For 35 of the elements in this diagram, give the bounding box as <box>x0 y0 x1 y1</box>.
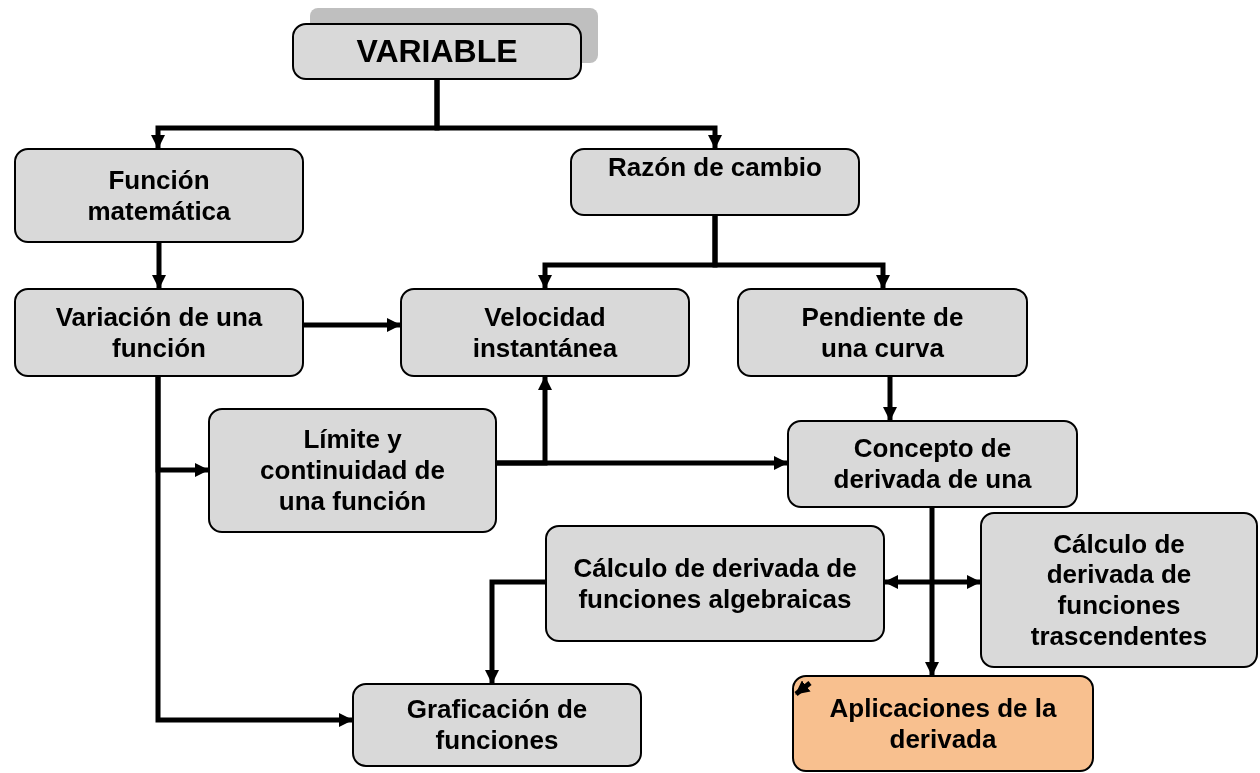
concept-box <box>980 512 1258 668</box>
title-box <box>292 23 582 80</box>
concept-label: Variación de una función <box>54 301 264 364</box>
concept-label: Concepto de derivada de una <box>832 433 1033 495</box>
arrow <box>884 575 981 589</box>
arrow <box>152 243 166 289</box>
arrow <box>304 318 401 332</box>
concept-box <box>737 288 1028 377</box>
concept-box <box>792 675 1094 772</box>
arrow <box>155 377 353 727</box>
arrow <box>434 80 722 149</box>
concept-box <box>787 420 1078 508</box>
concept-label: Cálculo de derivada de funciones trascendentes <box>1029 528 1209 652</box>
concept-label: Cálculo de derivada de funciones algebraicas <box>572 552 858 615</box>
arrow <box>485 579 545 684</box>
concept-label: Razón de cambio <box>608 152 822 183</box>
concept-label: Pendiente de una curva <box>800 301 965 364</box>
arrow <box>925 508 939 676</box>
concept-box <box>400 288 690 377</box>
concept-label: Función matemática <box>86 164 232 227</box>
arrow <box>794 680 812 696</box>
concept-label: Límite y continuidad de una función <box>259 424 446 517</box>
concept-box <box>208 408 497 533</box>
concept-box <box>14 288 304 377</box>
concept-label: Velocidad instantánea <box>471 301 619 364</box>
concept-label: Graficación de funciones <box>405 694 589 756</box>
arrow <box>712 216 890 289</box>
concept-label: VARIABLE <box>356 32 518 71</box>
concept-box <box>545 525 885 642</box>
concept-box <box>352 683 642 767</box>
concept-label: Aplicaciones de la derivada <box>828 692 1058 755</box>
concept-box <box>570 148 860 216</box>
arrow <box>497 456 788 470</box>
concept-box <box>14 148 304 243</box>
arrow <box>883 377 897 421</box>
